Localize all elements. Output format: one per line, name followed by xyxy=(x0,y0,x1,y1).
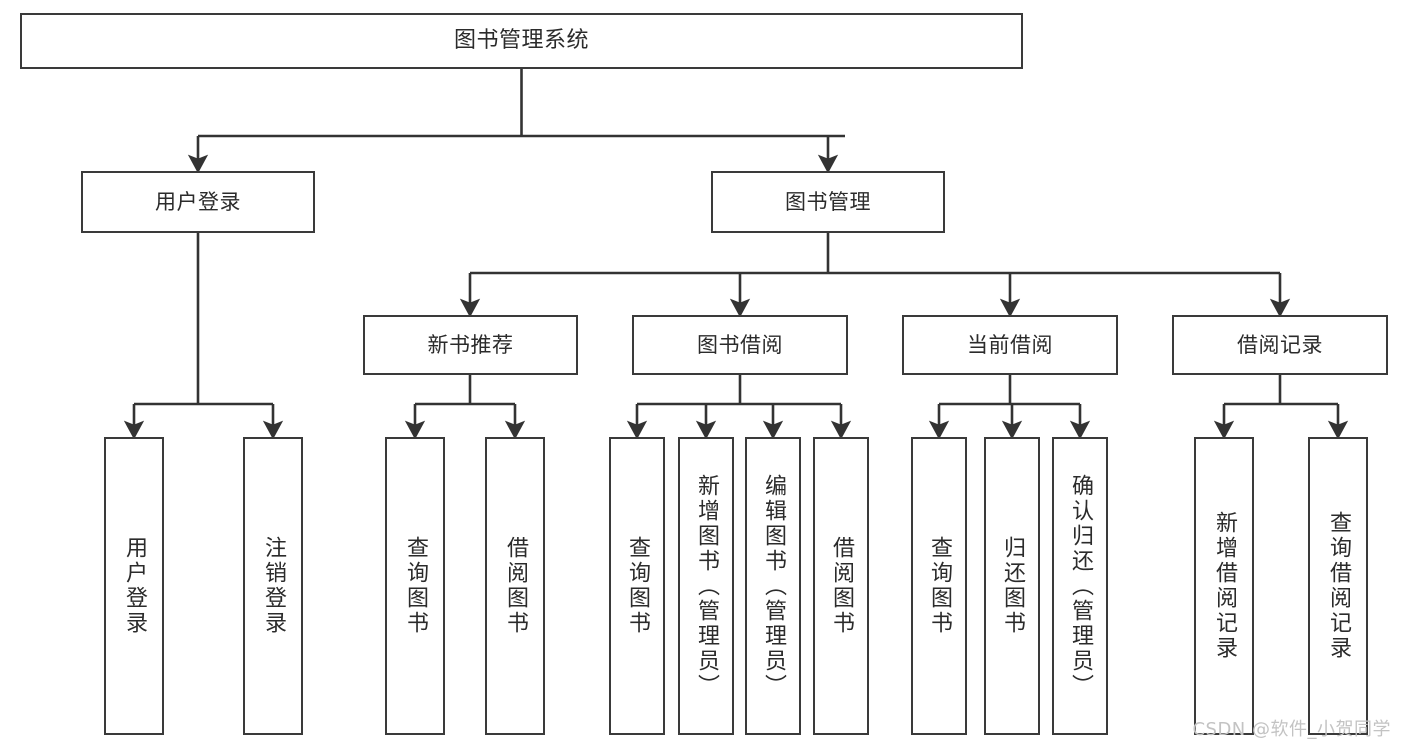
node-leaf-confirm-return[interactable]: 确认归还（管理员） xyxy=(1052,437,1108,735)
node-label: 新增借阅记录 xyxy=(1212,511,1237,661)
node-user-login[interactable]: 用户登录 xyxy=(81,171,315,233)
node-label: 当前借阅 xyxy=(967,332,1053,357)
node-leaf-borrow-book[interactable]: 借阅图书 xyxy=(813,437,869,735)
node-current-borrow[interactable]: 当前借阅 xyxy=(902,315,1118,375)
node-label: 查询借阅记录 xyxy=(1326,511,1351,661)
node-borrow-records[interactable]: 借阅记录 xyxy=(1172,315,1388,375)
node-leaf-borrow-book-recommend[interactable]: 借阅图书 xyxy=(485,437,545,735)
node-label: 确认归还（管理员） xyxy=(1068,473,1093,699)
node-label: 新增图书（管理员） xyxy=(694,473,719,699)
node-label: 用户登录 xyxy=(155,189,241,214)
node-leaf-user-login[interactable]: 用户登录 xyxy=(104,437,164,735)
node-label: 注销登录 xyxy=(261,536,286,636)
node-label: 借阅记录 xyxy=(1237,332,1323,357)
node-book-borrow[interactable]: 图书借阅 xyxy=(632,315,848,375)
node-root-system[interactable]: 图书管理系统 xyxy=(20,13,1023,69)
node-label: 图书借阅 xyxy=(697,332,783,357)
node-leaf-query-book-current[interactable]: 查询图书 xyxy=(911,437,967,735)
node-leaf-add-borrow-record[interactable]: 新增借阅记录 xyxy=(1194,437,1254,735)
node-leaf-query-book-recommend[interactable]: 查询图书 xyxy=(385,437,445,735)
node-label: 新书推荐 xyxy=(427,332,514,357)
node-leaf-add-book[interactable]: 新增图书（管理员） xyxy=(678,437,734,735)
node-label: 查询图书 xyxy=(625,536,650,636)
node-label: 查询图书 xyxy=(403,536,428,636)
node-leaf-edit-book[interactable]: 编辑图书（管理员） xyxy=(745,437,801,735)
node-label: 查询图书 xyxy=(927,536,952,636)
node-leaf-return-book[interactable]: 归还图书 xyxy=(984,437,1040,735)
node-book-management[interactable]: 图书管理 xyxy=(711,171,945,233)
node-label: 用户登录 xyxy=(122,536,147,636)
node-leaf-logout[interactable]: 注销登录 xyxy=(243,437,303,735)
node-label: 编辑图书（管理员） xyxy=(761,473,786,699)
node-label: 图书管理系统 xyxy=(453,28,589,54)
node-leaf-query-borrow-record[interactable]: 查询借阅记录 xyxy=(1308,437,1368,735)
node-label: 归还图书 xyxy=(1000,536,1025,636)
node-label: 图书管理 xyxy=(785,189,871,214)
node-leaf-query-book-borrow[interactable]: 查询图书 xyxy=(609,437,665,735)
node-new-book-recommend[interactable]: 新书推荐 xyxy=(363,315,578,375)
node-label: 借阅图书 xyxy=(503,536,528,636)
node-label: 借阅图书 xyxy=(829,536,854,636)
